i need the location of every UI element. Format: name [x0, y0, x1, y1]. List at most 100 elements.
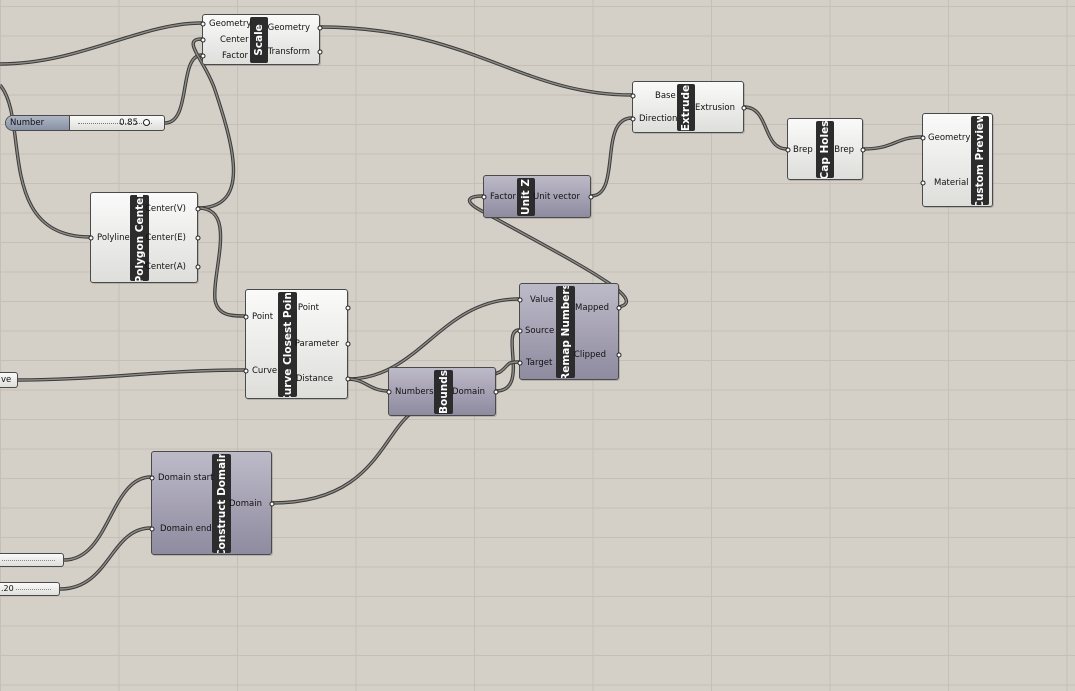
wire-center-v-to-ccp-point — [197, 206, 246, 318]
number-slider-knob[interactable] — [143, 119, 150, 126]
slider-upper[interactable] — [0, 553, 64, 567]
wire-curve-to-ccp — [17, 368, 246, 382]
cap-holes-component[interactable]: Cap Holes Brep Brep — [785, 118, 866, 180]
remap-input-source[interactable]: Source — [525, 326, 555, 336]
scale-component[interactable]: Scale Geometry Center Factor Geometry Tr… — [200, 14, 323, 65]
cap-holes-input-brep[interactable]: Brep — [793, 145, 813, 155]
remap-numbers-title: Remap Numbers — [556, 286, 575, 378]
scale-input-center[interactable]: Center — [220, 35, 249, 45]
remap-output-clipped[interactable]: Clipped — [573, 350, 606, 360]
ccp-output-distance[interactable]: Distance — [295, 374, 333, 384]
polygon-center-dot-in[interactable] — [88, 235, 94, 241]
scale-output-transform[interactable]: Transform — [267, 47, 310, 57]
wire-cap-holes-to-preview — [862, 135, 923, 151]
unit-z-input-factor[interactable]: Factor — [490, 192, 517, 202]
extrude-dot-base-in[interactable] — [630, 93, 636, 99]
custom-preview-dot-material[interactable] — [920, 180, 926, 186]
wire-polyline-to-polygon-center — [0, 83, 91, 239]
polygon-center-output-center-e[interactable]: Center(E) — [145, 233, 186, 243]
curve-closest-point-component[interactable]: Curve Closest Point Point Curve Point Pa… — [243, 289, 351, 399]
ccp-dot-distance-out[interactable] — [345, 376, 351, 382]
custom-preview-dot-geometry[interactable] — [920, 135, 926, 141]
cap-holes-dot-in[interactable] — [785, 147, 791, 153]
polygon-center-output-center-v[interactable]: Center(V) — [144, 204, 186, 214]
ccp-output-point[interactable]: Point — [297, 303, 319, 313]
scale-output-geometry[interactable]: Geometry — [267, 23, 310, 33]
curve-closest-point-title: Curve Closest Point — [278, 292, 297, 397]
custom-preview-title: Custom Preview — [971, 116, 989, 205]
curve-parameter[interactable]: ve — [0, 372, 18, 388]
polygon-center-input-polyline[interactable]: Polyline — [97, 233, 130, 243]
ccp-input-point[interactable]: Point — [252, 312, 274, 322]
number-slider[interactable]: Number Slider 0.85 — [5, 115, 165, 131]
construct-domain-output-domain[interactable]: Domain — [229, 499, 262, 509]
extrude-dot-extrusion-out[interactable] — [741, 105, 747, 111]
construct-domain-input-start[interactable]: Domain start — [158, 473, 214, 483]
ccp-dot-curve-in[interactable] — [243, 368, 249, 374]
wire-slider-upper-to-cd-start — [63, 475, 152, 562]
polygon-center-output-center-a[interactable]: Center(A) — [144, 262, 186, 272]
scale-input-geometry[interactable]: Geometry — [209, 19, 252, 29]
wire-bounds-to-remap-source — [495, 328, 520, 393]
scale-input-factor[interactable]: Factor — [222, 51, 249, 61]
polygon-center-dot-a[interactable] — [195, 264, 201, 270]
remap-dot-target[interactable] — [517, 360, 523, 366]
bounds-dot-in[interactable] — [386, 389, 392, 395]
ccp-dot-parameter-out[interactable] — [345, 341, 351, 347]
scale-dot-geometry-in[interactable] — [200, 21, 206, 27]
extrude-input-direction[interactable]: Direction — [639, 114, 678, 124]
extrude-component[interactable]: Extrude Base Direction Extrusion — [630, 81, 747, 133]
remap-dot-source[interactable] — [517, 328, 523, 334]
ccp-dot-point-in[interactable] — [243, 314, 249, 320]
bounds-component[interactable]: Bounds Numbers Domain — [386, 367, 499, 416]
unit-z-dot-in[interactable] — [481, 194, 487, 200]
remap-numbers-component[interactable]: Remap Numbers Value Source Target Mapped… — [517, 283, 622, 380]
ccp-dot-point-out[interactable] — [345, 305, 351, 311]
bounds-dot-out[interactable] — [493, 389, 499, 395]
custom-preview-input-material[interactable]: Material — [934, 178, 969, 188]
remap-dot-mapped[interactable] — [616, 305, 622, 311]
polygon-center-title: Polygon Center — [130, 195, 149, 281]
construct-domain-dot-out[interactable] — [269, 501, 275, 507]
unit-z-component[interactable]: Unit Z Factor Unit vector — [481, 175, 594, 218]
ccp-output-parameter[interactable]: Parameter — [294, 339, 339, 349]
number-slider-track[interactable] — [78, 123, 152, 124]
custom-preview-input-geometry[interactable]: Geometry — [928, 133, 971, 143]
extrude-input-base[interactable]: Base — [655, 91, 676, 101]
slider-lower[interactable]: .20 — [0, 582, 60, 596]
unit-z-dot-out[interactable] — [588, 194, 594, 200]
remap-dot-value[interactable] — [517, 297, 523, 303]
curve-parameter-label: ve — [1, 375, 12, 385]
wire-left-to-scale-geometry — [0, 21, 203, 66]
slider-lower-value: .20 — [1, 584, 14, 593]
slider-lower-track[interactable] — [16, 589, 51, 590]
number-slider-name: Number Slider — [6, 116, 70, 130]
bounds-input-numbers[interactable]: Numbers — [395, 387, 434, 397]
cap-holes-output-brep[interactable]: Brep — [834, 145, 854, 155]
scale-dot-transform-out[interactable] — [317, 49, 323, 55]
scale-dot-center-in[interactable] — [200, 37, 206, 43]
remap-input-value[interactable]: Value — [530, 295, 554, 305]
extrude-output-extrusion[interactable]: Extrusion — [695, 103, 735, 113]
construct-domain-dot-start[interactable] — [149, 475, 155, 481]
polygon-center-dot-e[interactable] — [195, 235, 201, 241]
ccp-input-curve[interactable]: Curve — [252, 366, 278, 376]
slider-upper-track[interactable] — [2, 560, 55, 561]
scale-dot-geometry-out[interactable] — [317, 25, 323, 31]
construct-domain-component[interactable]: Construct Domain Domain start Domain end… — [149, 451, 275, 555]
construct-domain-input-end[interactable]: Domain end — [160, 524, 212, 534]
extrude-dot-direction-in[interactable] — [630, 116, 636, 122]
remap-output-mapped[interactable]: Mapped — [575, 303, 609, 313]
polygon-center-component[interactable]: Polygon Center Polyline Center(V) Center… — [88, 192, 201, 283]
custom-preview-component[interactable]: Custom Preview Geometry Material — [920, 113, 993, 207]
bounds-output-domain[interactable]: Domain — [452, 387, 485, 397]
construct-domain-dot-end[interactable] — [149, 526, 155, 532]
number-slider-value: 0.85 — [119, 118, 138, 128]
extrude-title: Extrude — [677, 84, 695, 131]
remap-input-target[interactable]: Target — [526, 358, 553, 368]
scale-dot-factor-in[interactable] — [200, 53, 206, 59]
unit-z-output-unit-vector[interactable]: Unit vector — [533, 192, 580, 202]
remap-dot-clipped[interactable] — [616, 352, 622, 358]
cap-holes-dot-out[interactable] — [860, 147, 866, 153]
polygon-center-dot-v[interactable] — [195, 206, 201, 212]
